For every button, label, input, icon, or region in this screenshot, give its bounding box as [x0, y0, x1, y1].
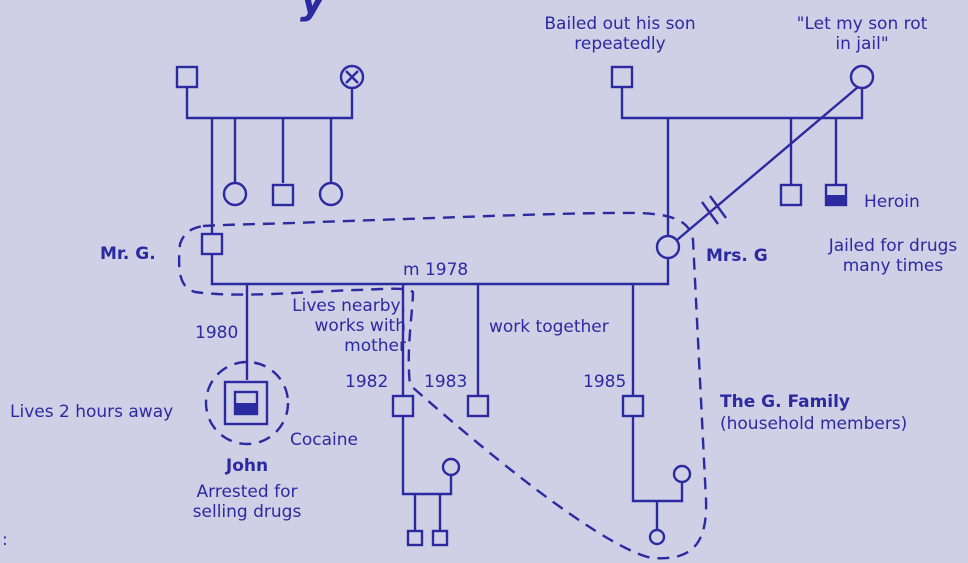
spouse-1985-circle: [672, 464, 692, 484]
lives-away-note: Lives 2 hours away: [10, 402, 174, 422]
spouse-1982-circle: [441, 457, 461, 477]
cutoff-line: [676, 86, 859, 241]
mrs-g-circle: [655, 234, 681, 260]
household-members-label: (household members): [720, 414, 908, 434]
john-square: [223, 380, 269, 426]
mr-g-label: Mr. G.: [100, 244, 156, 264]
year-1985-label: 1985: [583, 372, 627, 392]
rot-in-jail-quote: "Let my son rot in jail": [796, 14, 928, 54]
colon-fragment: :: [2, 530, 8, 550]
john-distance-circle: [204, 360, 290, 446]
heroin-label: Heroin: [864, 192, 920, 212]
grandchild-1-square: [406, 529, 424, 547]
family-1982-lines: [401, 416, 453, 531]
mr-g-square: [200, 232, 224, 256]
deceased-mark: [345, 70, 359, 84]
top-title-fragment: y: [300, 0, 327, 23]
maternal-sibling-lines: [789, 118, 838, 185]
heroin-fill: [826, 195, 846, 205]
john-label: John: [225, 456, 269, 476]
paternal-aunt-2-circle: [318, 181, 344, 207]
jailed-note: Jailed for drugs many times: [828, 236, 958, 276]
child-lines: [245, 284, 635, 396]
maternal-grandfather-square: [610, 65, 634, 89]
work-together-label: work together: [489, 317, 609, 337]
paternal-aunt-1-circle: [222, 181, 248, 207]
year-1980-label: 1980: [195, 323, 239, 343]
paternal-parents-lines: [185, 87, 354, 120]
grandchild-3-circle: [648, 528, 666, 546]
marriage-line: [210, 254, 670, 286]
cocaine-label: Cocaine: [290, 430, 358, 450]
lives-nearby-note: Lives nearby, works with mother: [292, 296, 406, 356]
maternal-parents-lines: [620, 87, 864, 120]
family-1985-lines: [631, 416, 684, 530]
year-1982-label: 1982: [345, 372, 389, 392]
grandchild-2-square: [431, 529, 449, 547]
paternal-uncle-square: [271, 183, 295, 207]
paternal-grandfather-square: [175, 65, 199, 89]
bailed-out-note: Bailed out his son repeatedly: [544, 14, 696, 54]
cocaine-fill: [235, 403, 257, 414]
maternal-uncle-square: [779, 183, 803, 207]
child-1983-square: [466, 394, 490, 418]
child-1985-square: [621, 394, 645, 418]
marriage-year-label: m 1978: [403, 260, 469, 280]
year-1983-label: 1983: [424, 372, 468, 392]
cutoff-mark: [701, 195, 727, 225]
arrested-note: Arrested for selling drugs: [192, 482, 302, 522]
child-1982-square: [391, 394, 415, 418]
household-boundary: [177, 211, 708, 560]
g-family-label: The G. Family: [720, 392, 851, 412]
mrs-g-label: Mrs. G: [706, 246, 768, 266]
maternal-grandmother-circle: [849, 64, 875, 90]
paternal-sibling-lines: [233, 118, 333, 183]
